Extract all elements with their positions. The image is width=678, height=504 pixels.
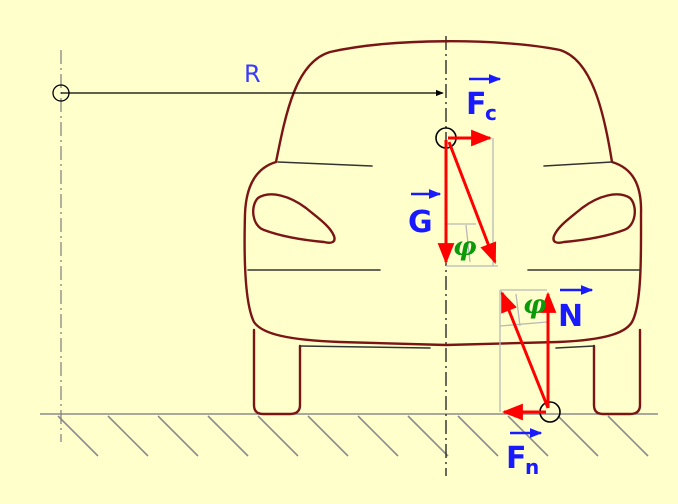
right-headlamp [552, 193, 636, 244]
friction-force-label: F [506, 441, 527, 476]
ground [40, 413, 658, 457]
reaction-resultant-arrow [500, 291, 550, 409]
car-body [243, 40, 643, 416]
normal-force-label: N [558, 299, 583, 334]
centrifugal-force-label: F [466, 87, 487, 122]
radius-label: R [244, 60, 261, 88]
curve-center-point [52, 84, 70, 102]
angle-phi-top: φ [453, 232, 477, 262]
friction-force-subscript: n [525, 455, 539, 479]
centrifugal-force-subscript: c [485, 101, 497, 125]
weight-label: G [408, 205, 433, 240]
left-wheel [252, 328, 302, 416]
car-outline [243, 40, 643, 347]
angle-phi-bottom: φ [523, 290, 547, 320]
resultant-arrow [447, 141, 497, 264]
force-arrows [437, 129, 557, 421]
right-wheel [592, 328, 642, 416]
left-headlamp [252, 193, 336, 244]
